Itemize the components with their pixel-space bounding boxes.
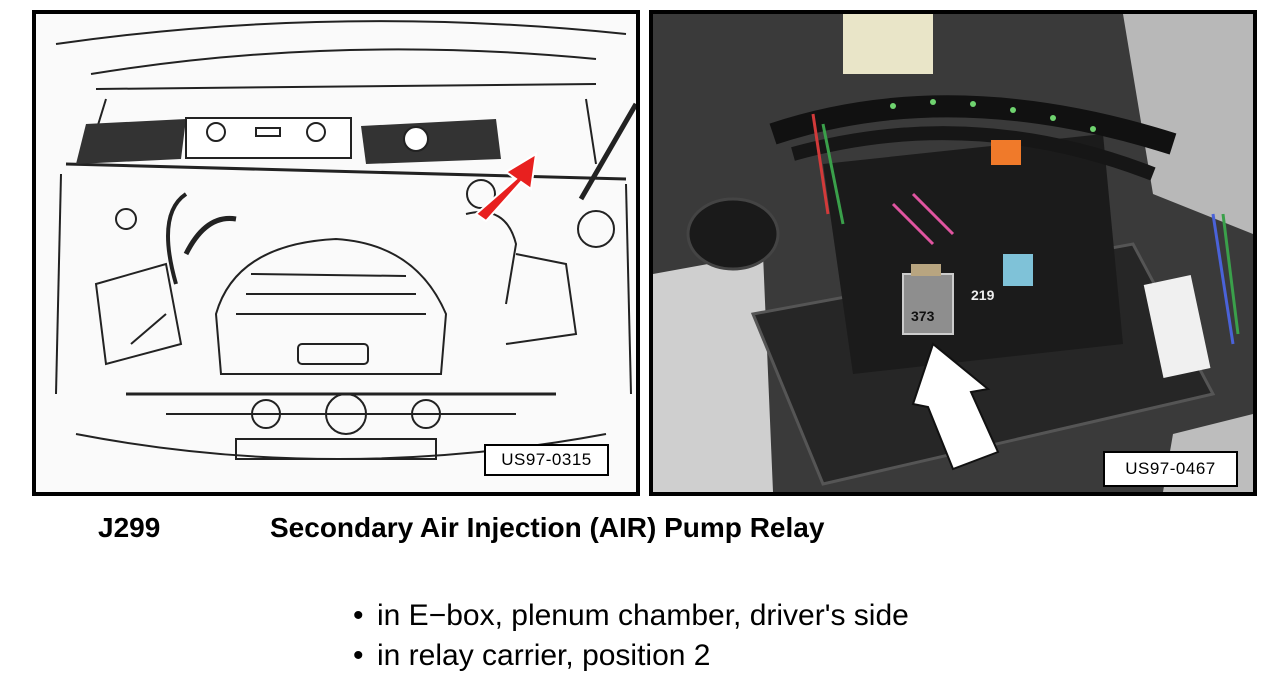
relay-carrier-photo: 373 219 US97-0467 <box>649 10 1257 496</box>
list-item: • in relay carrier, position 2 <box>353 636 909 676</box>
engine-bay-line-drawing-icon <box>55 20 636 460</box>
right-image-code: US97-0467 <box>1103 451 1238 487</box>
component-code: J299 <box>98 512 161 543</box>
relay-carrier-photo-icon <box>653 14 1253 492</box>
location-text: in relay carrier, position 2 <box>377 639 711 672</box>
left-image-code: US97-0315 <box>484 444 609 476</box>
bullet-icon: • <box>353 639 364 672</box>
location-text: in E−box, plenum chamber, driver's side <box>377 599 909 632</box>
bullet-icon: • <box>353 599 364 632</box>
location-list: • in E−box, plenum chamber, driver's side… <box>353 596 909 676</box>
component-name: Secondary Air Injection (AIR) Pump Relay <box>270 512 825 543</box>
relay-label-219: 219 <box>971 287 995 303</box>
engine-bay-drawing: US97-0315 <box>32 10 640 496</box>
list-item: • in E−box, plenum chamber, driver's side <box>353 596 909 636</box>
relay-label-373: 373 <box>911 308 935 324</box>
